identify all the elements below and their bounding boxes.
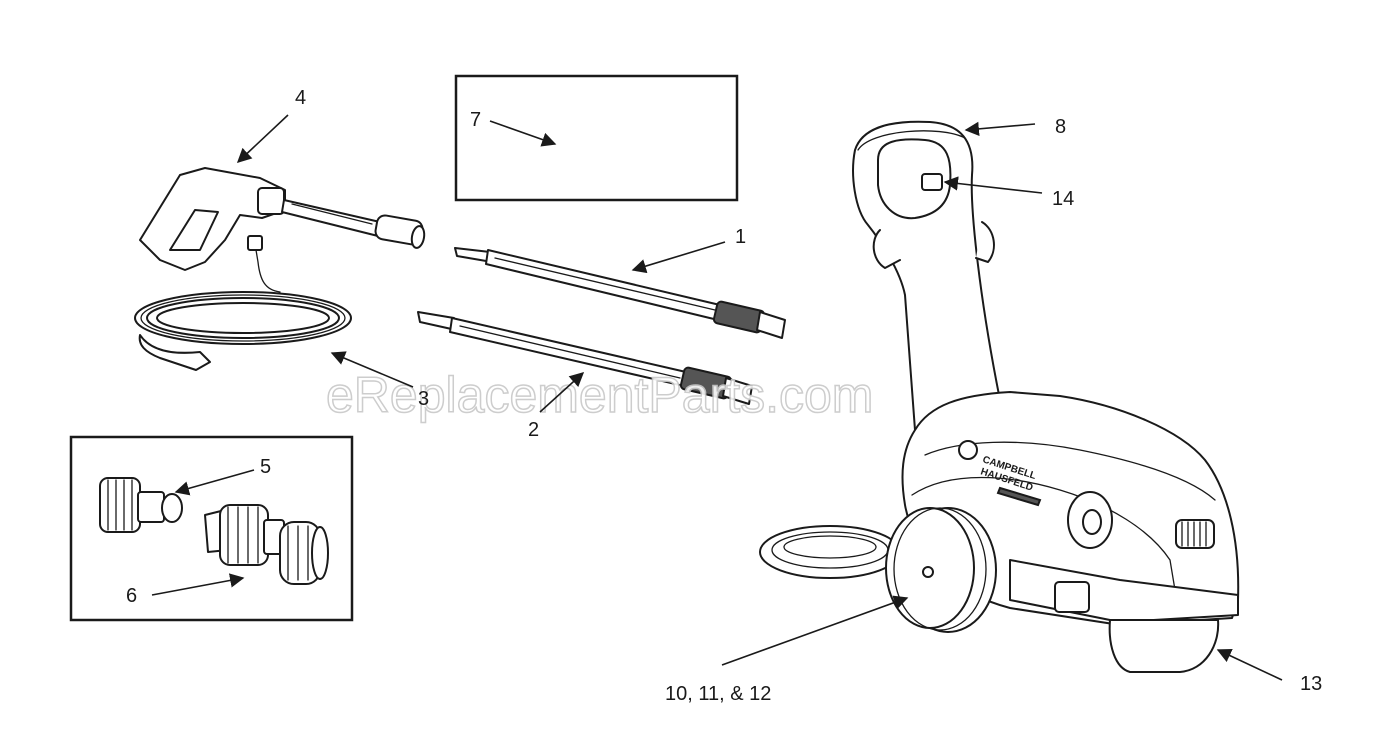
callout-6: 6 bbox=[126, 585, 137, 607]
callout-5: 5 bbox=[260, 456, 271, 478]
callout-8: 8 bbox=[1055, 116, 1066, 138]
wand-part-2 bbox=[417, 311, 753, 405]
hose-part-3 bbox=[134, 235, 352, 371]
callout-10-11-12: 10, 11, & 12 bbox=[665, 683, 771, 705]
pressure-washer-unit: CAMPBELL HAUSFELD bbox=[759, 120, 1240, 673]
adapter-detail-box bbox=[69, 435, 354, 622]
callout-1: 1 bbox=[735, 226, 746, 248]
hook-part-7 bbox=[498, 100, 694, 186]
callout-14: 14 bbox=[1052, 188, 1074, 210]
coupler-part-5 bbox=[99, 477, 183, 533]
callout-13: 13 bbox=[1300, 673, 1322, 695]
wand-part-1 bbox=[454, 247, 786, 339]
callout-7: 7 bbox=[470, 109, 481, 131]
callout-2: 2 bbox=[528, 419, 539, 441]
watermark: eReplacementParts.com bbox=[326, 367, 873, 423]
callout-3: 3 bbox=[418, 388, 429, 410]
spray-gun-part-4 bbox=[139, 167, 426, 271]
callout-4: 4 bbox=[295, 87, 306, 109]
coupler-part-6 bbox=[204, 504, 329, 585]
hook-detail-box bbox=[454, 74, 739, 202]
